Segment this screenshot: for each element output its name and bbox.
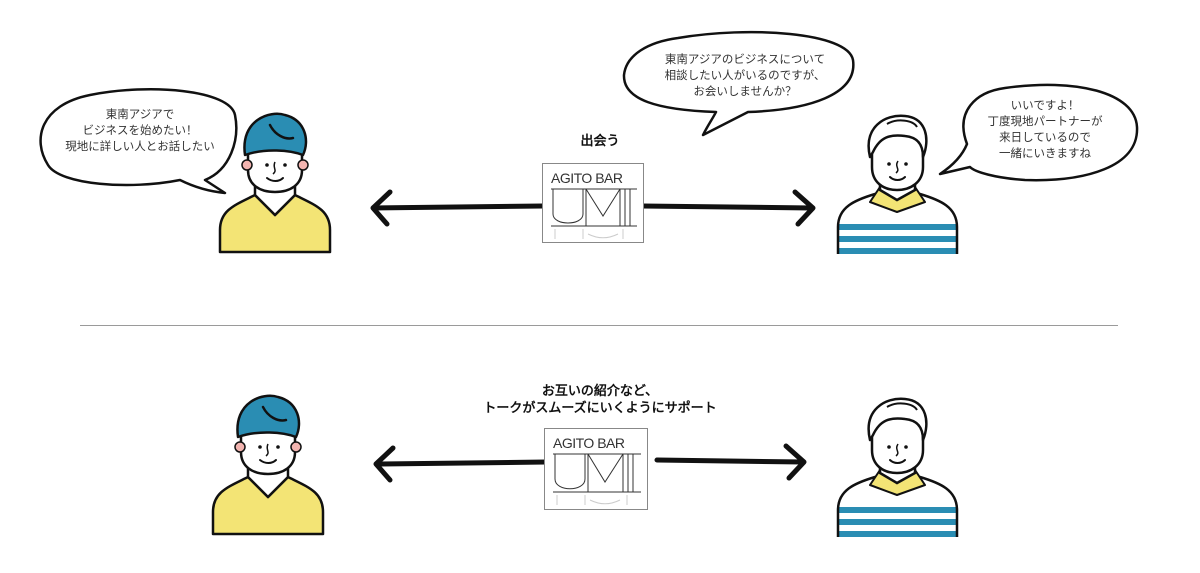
arrow-left-icon xyxy=(370,189,546,227)
logo-text: AGITO BAR xyxy=(553,435,625,451)
umi-mark-icon xyxy=(553,453,641,505)
person-right-icon xyxy=(836,114,959,254)
person-left-icon xyxy=(218,112,332,254)
arrow-right-icon xyxy=(654,443,807,481)
umi-mark-icon xyxy=(551,188,637,239)
caption-support: お互いの紹介など、 トークがスムーズにいくようにサポート xyxy=(483,384,717,416)
arrow-right-icon xyxy=(639,189,816,227)
speech-left-text: 東南アジアで ビジネスを始めたい！ 現地に詳しい人とお話したい xyxy=(65,107,215,153)
person-left-icon xyxy=(211,394,325,536)
speech-bubble-right xyxy=(938,83,1139,182)
speech-bubble-center xyxy=(622,30,855,137)
arrow-left-icon xyxy=(373,445,549,483)
logo-text: AGITO BAR xyxy=(551,170,623,186)
caption-meet: 出会う xyxy=(580,134,620,149)
speech-bubble-left xyxy=(39,88,238,195)
speech-center-text: 東南アジアのビジネスについて 相談したい人がいるのですが、 お会いしませんか？ xyxy=(664,52,826,98)
agito-bar-umi-logo: AGITO BAR xyxy=(544,428,648,510)
section-divider xyxy=(80,325,1118,326)
person-right-icon xyxy=(836,397,959,537)
agito-bar-umi-logo: AGITO BAR xyxy=(542,163,644,243)
speech-right-text: いいですよ！ 丁度現地パートナーが 来日しているので 一緒にいきますね xyxy=(987,98,1103,160)
